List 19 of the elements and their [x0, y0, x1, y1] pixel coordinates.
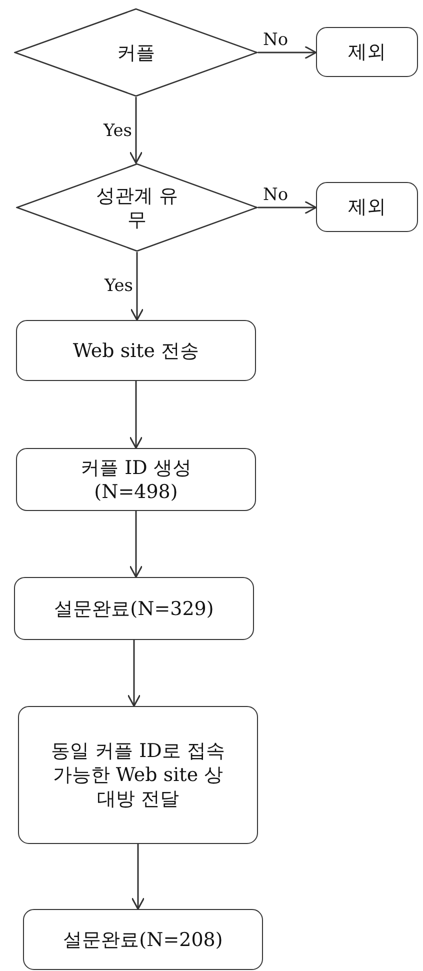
process-box: 설문완료(N=208) — [23, 909, 263, 970]
process-box: 설문완료(N=329) — [14, 577, 254, 640]
arrow — [258, 46, 317, 60]
arrow — [129, 97, 143, 164]
edge-label: No — [262, 186, 290, 204]
arrow — [131, 844, 145, 910]
arrow — [127, 640, 141, 707]
process-box: 제외 — [316, 182, 418, 232]
arrow — [130, 252, 144, 321]
decision-diamond: 커플 — [14, 8, 258, 97]
process-box: 제외 — [316, 27, 418, 77]
process-box: Web site 전송 — [16, 320, 256, 381]
edge-label: No — [262, 30, 290, 48]
decision-diamond: 성관계 유무 — [16, 163, 258, 252]
arrow — [258, 200, 317, 214]
arrow — [129, 511, 143, 578]
process-box: 동일 커플 ID로 접속 가능한 Web site 상대방 전달 — [18, 706, 258, 844]
arrow — [129, 381, 143, 449]
process-box: 커플 ID 생성 (N=498) — [16, 448, 256, 511]
